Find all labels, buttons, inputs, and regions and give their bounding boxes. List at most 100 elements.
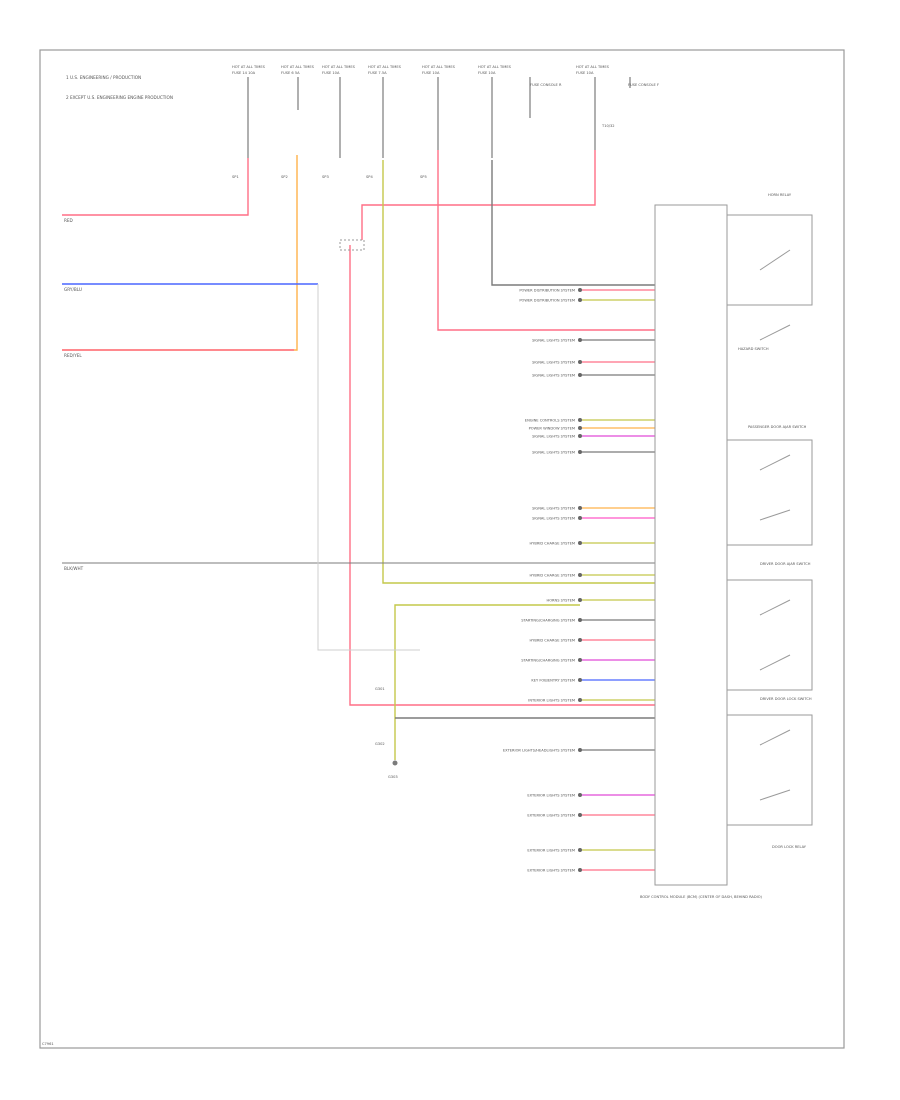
grounds: G301 G302 G303 bbox=[375, 687, 398, 779]
fuse-label: FUSE 10A bbox=[478, 71, 496, 75]
left-inputs: RED GRY/BLU RED/YEL BLK/WHT bbox=[64, 218, 84, 571]
bcm-connector-pins: POWER DISTRIBUTION SYSTEM POWER DISTRIBUT… bbox=[503, 288, 655, 873]
pin-dot bbox=[578, 426, 582, 430]
wire-red-fuse5 bbox=[437, 150, 655, 331]
fuse-label: FUSE 6 5A bbox=[281, 71, 300, 75]
bus-label: EXTERIOR LIGHTS SYSTEM bbox=[527, 794, 575, 798]
fuse-headers: HOT AT ALL TIMES FUSE 14 10A HOT AT ALL … bbox=[232, 65, 659, 128]
bus-label: HYBRID CHARGE SYSTEM bbox=[529, 542, 575, 546]
input-label: RED/YEL bbox=[64, 353, 82, 358]
bus-label: POWER DISTRIBUTION SYSTEM bbox=[519, 289, 575, 293]
note-1: 1 U.S. ENGINEERING / PRODUCTION bbox=[66, 75, 141, 80]
bcm-module-box bbox=[654, 204, 728, 886]
pin-dot bbox=[578, 848, 582, 852]
input-label: BLK/WHT bbox=[64, 566, 84, 571]
wires bbox=[62, 150, 655, 760]
bus-label: SIGNAL LIGHTS SYSTEM bbox=[532, 374, 575, 378]
fuse-drops bbox=[247, 77, 631, 158]
fuse-extra-label: FUSE CONSOLE R bbox=[530, 83, 562, 87]
wire-orange bbox=[62, 155, 298, 351]
ground-label: G301 bbox=[375, 687, 385, 691]
fuse-label: FUSE 14 10A bbox=[232, 71, 256, 75]
splice-label: SP4 bbox=[366, 175, 373, 179]
wire-yellow-ground bbox=[394, 604, 580, 760]
pin-dot bbox=[578, 450, 582, 454]
fuse-hot-label: HOT AT ALL TIMES bbox=[368, 65, 402, 69]
pin-dot bbox=[578, 658, 582, 662]
switch-label: HORN RELAY bbox=[768, 193, 792, 197]
pin-dot bbox=[578, 748, 582, 752]
wire-gray-fuse6 bbox=[491, 160, 655, 286]
bus-label: POWER WINDOW SYSTEM bbox=[529, 427, 575, 431]
pin-dot bbox=[578, 868, 582, 872]
pin-dot bbox=[578, 618, 582, 622]
bus-label: STARTING/CHARGING SYSTEM bbox=[521, 659, 575, 663]
bus-label: EXTERIOR LIGHTS SYSTEM bbox=[527, 869, 575, 873]
pin-dot bbox=[578, 516, 582, 520]
fuse-label: FUSE 7.5A bbox=[368, 71, 387, 75]
fuse-hot-label: HOT AT ALL TIMES bbox=[322, 65, 356, 69]
switch-label: PASSENGER DOOR AJAR SWITCH bbox=[748, 425, 807, 429]
bus-label: STARTING/CHARGING SYSTEM bbox=[521, 619, 575, 623]
pin-dot bbox=[578, 598, 582, 602]
bus-label: KEY FOB/ENTRY SYSTEM bbox=[531, 679, 575, 683]
splice-label: SP1 bbox=[232, 175, 239, 179]
wire-red-1 bbox=[62, 158, 249, 216]
bus-label: EXTERIOR LIGHTS/HEADLIGHTS SYSTEM bbox=[503, 749, 575, 753]
bus-label: SIGNAL LIGHTS SYSTEM bbox=[532, 361, 575, 365]
splices: SP1 SP2 SP3 SP4 SP5 bbox=[232, 175, 427, 251]
note-2: 2 EXCEPT U.S. ENGINEERING ENGINE PRODUCT… bbox=[66, 95, 173, 100]
fuse-hot-label: HOT AT ALL TIMES bbox=[576, 65, 610, 69]
fuse-hot-label: HOT AT ALL TIMES bbox=[232, 65, 266, 69]
switch-label: HAZARD SWITCH bbox=[738, 347, 769, 351]
diagram-frame bbox=[39, 49, 845, 1049]
bus-label: INTERIOR LIGHTS SYSTEM bbox=[528, 699, 575, 703]
bus-label: HORNS SYSTEM bbox=[547, 599, 575, 603]
wire-red-drop bbox=[349, 245, 655, 706]
fuse-extra-label: T10/32 bbox=[601, 124, 615, 128]
bus-label: SIGNAL LIGHTS SYSTEM bbox=[532, 339, 575, 343]
fuse-extra-label: FUSE CONSOLE F bbox=[628, 83, 659, 87]
input-label: GRY/BLU bbox=[64, 287, 82, 292]
bus-label: EXTERIOR LIGHTS SYSTEM bbox=[527, 849, 575, 853]
bus-label: SIGNAL LIGHTS SYSTEM bbox=[532, 507, 575, 511]
pin-dot bbox=[578, 541, 582, 545]
splice-label: SP3 bbox=[322, 175, 329, 179]
pin-dot bbox=[578, 638, 582, 642]
wire-red-main bbox=[361, 150, 596, 240]
fuse-label: FUSE 10A bbox=[322, 71, 340, 75]
pin-dot bbox=[578, 338, 582, 342]
ground-label: G303 bbox=[388, 775, 398, 779]
pin-dot bbox=[578, 698, 582, 702]
bus-label: SIGNAL LIGHTS SYSTEM bbox=[532, 451, 575, 455]
pin-dot bbox=[578, 418, 582, 422]
fuse-hot-label: HOT AT ALL TIMES bbox=[281, 65, 315, 69]
pin-dot bbox=[578, 573, 582, 577]
fuse-hot-label: HOT AT ALL TIMES bbox=[478, 65, 512, 69]
bus-label: POWER DISTRIBUTION SYSTEM bbox=[519, 299, 575, 303]
splice-label: SP2 bbox=[281, 175, 288, 179]
pin-dot bbox=[578, 373, 582, 377]
bus-label: ENGINE CONTROLS SYSTEM bbox=[525, 419, 575, 423]
footer-code: C7961 bbox=[42, 1042, 54, 1046]
wire-yellow-fuse4 bbox=[382, 160, 655, 584]
switch-label: DRIVER DOOR LOCK SWITCH bbox=[760, 697, 812, 701]
pin-dot bbox=[578, 288, 582, 292]
pin-dot bbox=[578, 506, 582, 510]
fuse-hot-label: HOT AT ALL TIMES bbox=[422, 65, 456, 69]
input-label: RED bbox=[64, 218, 73, 223]
ground-label: G302 bbox=[375, 742, 385, 746]
pin-dot bbox=[578, 360, 582, 364]
wire-faint bbox=[317, 284, 420, 651]
bus-label: EXTERIOR LIGHTS SYSTEM bbox=[527, 814, 575, 818]
pin-dot bbox=[578, 813, 582, 817]
splice-label: SP5 bbox=[420, 175, 427, 179]
switch-boxes bbox=[726, 214, 813, 826]
switch-label: DRIVER DOOR AJAR SWITCH bbox=[760, 562, 811, 566]
pin-dot bbox=[578, 434, 582, 438]
bcm-module-title: BODY CONTROL MODULE (BCM) (CENTER OF DAS… bbox=[640, 895, 763, 899]
pin-dot bbox=[578, 298, 582, 302]
switch-label: DOOR LOCK RELAY bbox=[772, 845, 807, 849]
bus-label: HYBRID CHARGE SYSTEM bbox=[529, 574, 575, 578]
